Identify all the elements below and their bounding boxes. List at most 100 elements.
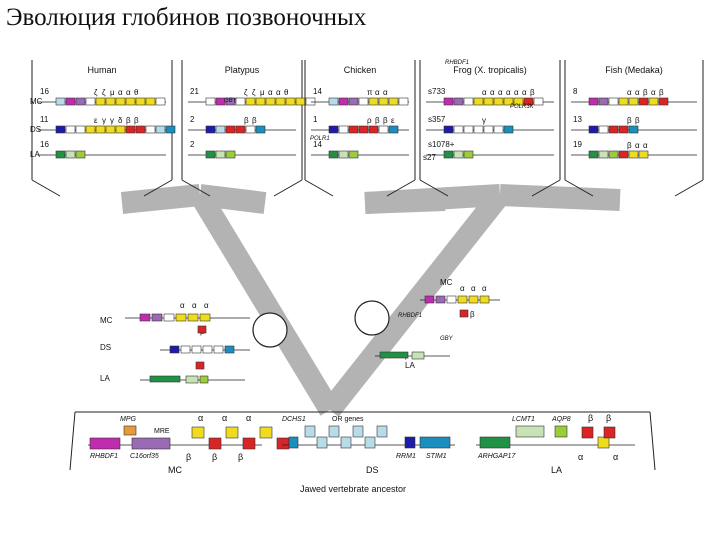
gene-block [388,125,399,134]
gene-block [105,125,116,134]
gene-block [618,125,629,134]
tree-branch [198,184,267,214]
gene-block [304,425,316,438]
chromosome-count: 16 [40,87,49,96]
gene-block [215,125,226,134]
globin-label: α [198,413,203,423]
globin-label: μ [110,88,115,97]
gene-block [338,125,349,134]
gene-block [328,125,339,134]
gene-block [453,97,464,106]
chromosome-count: 2 [190,140,195,149]
globin-label: ε [94,116,98,125]
globin-label: γ [102,116,106,125]
gene-block [95,125,106,134]
globin-label: α [180,301,185,310]
chromosome-count: 19 [573,140,582,149]
gene-block [443,97,454,106]
ancestor-bracket [69,411,76,471]
gene-block [125,97,136,106]
gene-block [115,97,126,106]
gene-block [187,313,199,322]
gene-block [368,97,379,106]
ancestral-node [354,300,390,336]
globin-label: β [126,116,131,125]
panel-bracket [273,179,303,197]
globin-label: α [627,88,632,97]
globin-label: ε [391,116,395,125]
gene-block [276,437,290,450]
gene-block [255,97,266,106]
tree-branch [190,189,340,416]
gene-block [149,375,181,383]
gene-name: STIM1 [426,453,447,460]
gene-block [588,125,599,134]
gene-block [139,313,151,322]
gene-block [155,125,166,134]
chromosome-count: 16 [40,140,49,149]
globin-label: α [276,88,281,97]
panel-bracket [143,179,173,197]
gene-block [358,97,369,106]
gene-block [435,295,446,304]
species-name: Platypus [225,65,260,75]
globin-label: β [627,141,632,150]
gene-block [202,345,213,354]
chromosome-count: s27 [423,153,436,162]
gene-block [242,437,256,450]
gene-block [368,125,379,134]
gene-block [628,150,639,159]
cluster-label-mc: MC [440,278,453,287]
gene-block [225,426,239,439]
globin-label: α [482,88,487,97]
gene-block [95,97,106,106]
gene-block [608,150,619,159]
gene-block [597,436,610,449]
gene-block [398,97,409,106]
gene-block [328,97,339,106]
ancestor-bracket [649,411,656,471]
gene-block [388,97,399,106]
cluster-label-ds: DS [366,465,379,475]
gene-block [65,125,76,134]
gene-block [225,97,236,106]
gene-block [554,425,568,438]
gene-block [85,97,96,106]
globin-label: μ [260,88,265,97]
gene-block [215,97,226,106]
gene-block [225,125,236,134]
gene-block [608,97,619,106]
gene-block [85,125,96,134]
gene-name: C16orf35 [130,453,159,460]
gene-block [618,150,629,159]
globin-label: δ [118,116,123,125]
globin-label: α [222,413,227,423]
globin-label: β [588,413,593,423]
gene-name: GBY [440,336,454,342]
gene-block [378,125,389,134]
cluster-label-la: LA [100,374,110,383]
chromosome-count: s357 [428,115,446,124]
panel-bracket [386,179,416,197]
gene-block [468,295,479,304]
globin-label: α [506,88,511,97]
globin-label: β [238,452,243,462]
gene-block [215,150,226,159]
panel-bracket [674,179,704,197]
gene-block [288,436,299,449]
cluster-row-label: LA [30,150,40,159]
gene-block [503,97,514,106]
tree-branch [499,184,621,211]
panel-bracket [419,179,449,197]
gene-name: MPG [120,416,137,423]
gene-block [348,150,359,159]
gene-block [275,97,286,106]
globin-label: β [470,310,475,319]
globin-label: α [578,452,583,462]
gene-name: POLR1 [310,136,330,142]
globin-label: α [375,88,380,97]
gene-block [463,97,474,106]
gene-block [169,345,180,354]
gene-block [259,426,273,439]
gene-block [105,97,116,106]
